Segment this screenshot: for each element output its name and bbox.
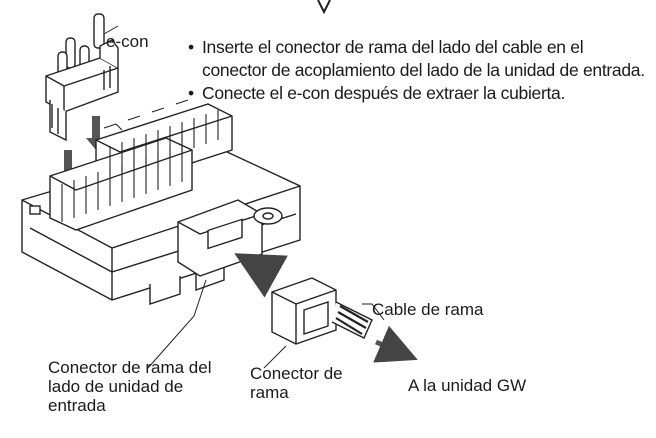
instruction-item: • Conecte el e-con después de extraer la… [186,82,652,105]
label-conector-rama: Conector de rama [250,364,343,402]
instruction-list: • Inserte el conector de rama del lado d… [186,36,652,105]
instruction-item: • Inserte el conector de rama del lado d… [186,36,652,82]
label-leaders [147,279,385,369]
bullet-dot: • [188,83,194,103]
instruction-text: Inserte el conector de rama del lado del… [202,37,645,80]
branch-plug [271,277,373,345]
terminal-slats [61,99,219,222]
plug-arrow [234,253,288,298]
instruction-text: Conecte el e-con después de extraer la c… [202,83,566,103]
econ-leader [103,25,119,35]
label-conector-unidad: Conector de rama del lado de unidad de e… [48,358,212,415]
label-cable-rama: Cable de rama [372,300,484,319]
bullet-dot: • [188,37,194,57]
econ-connector [45,13,119,142]
label-econ: e-con [106,32,149,51]
cropped-title-glyph [317,0,331,15]
label-unidad-gw: A la unidad GW [408,376,527,395]
gw-arrow [373,325,418,363]
